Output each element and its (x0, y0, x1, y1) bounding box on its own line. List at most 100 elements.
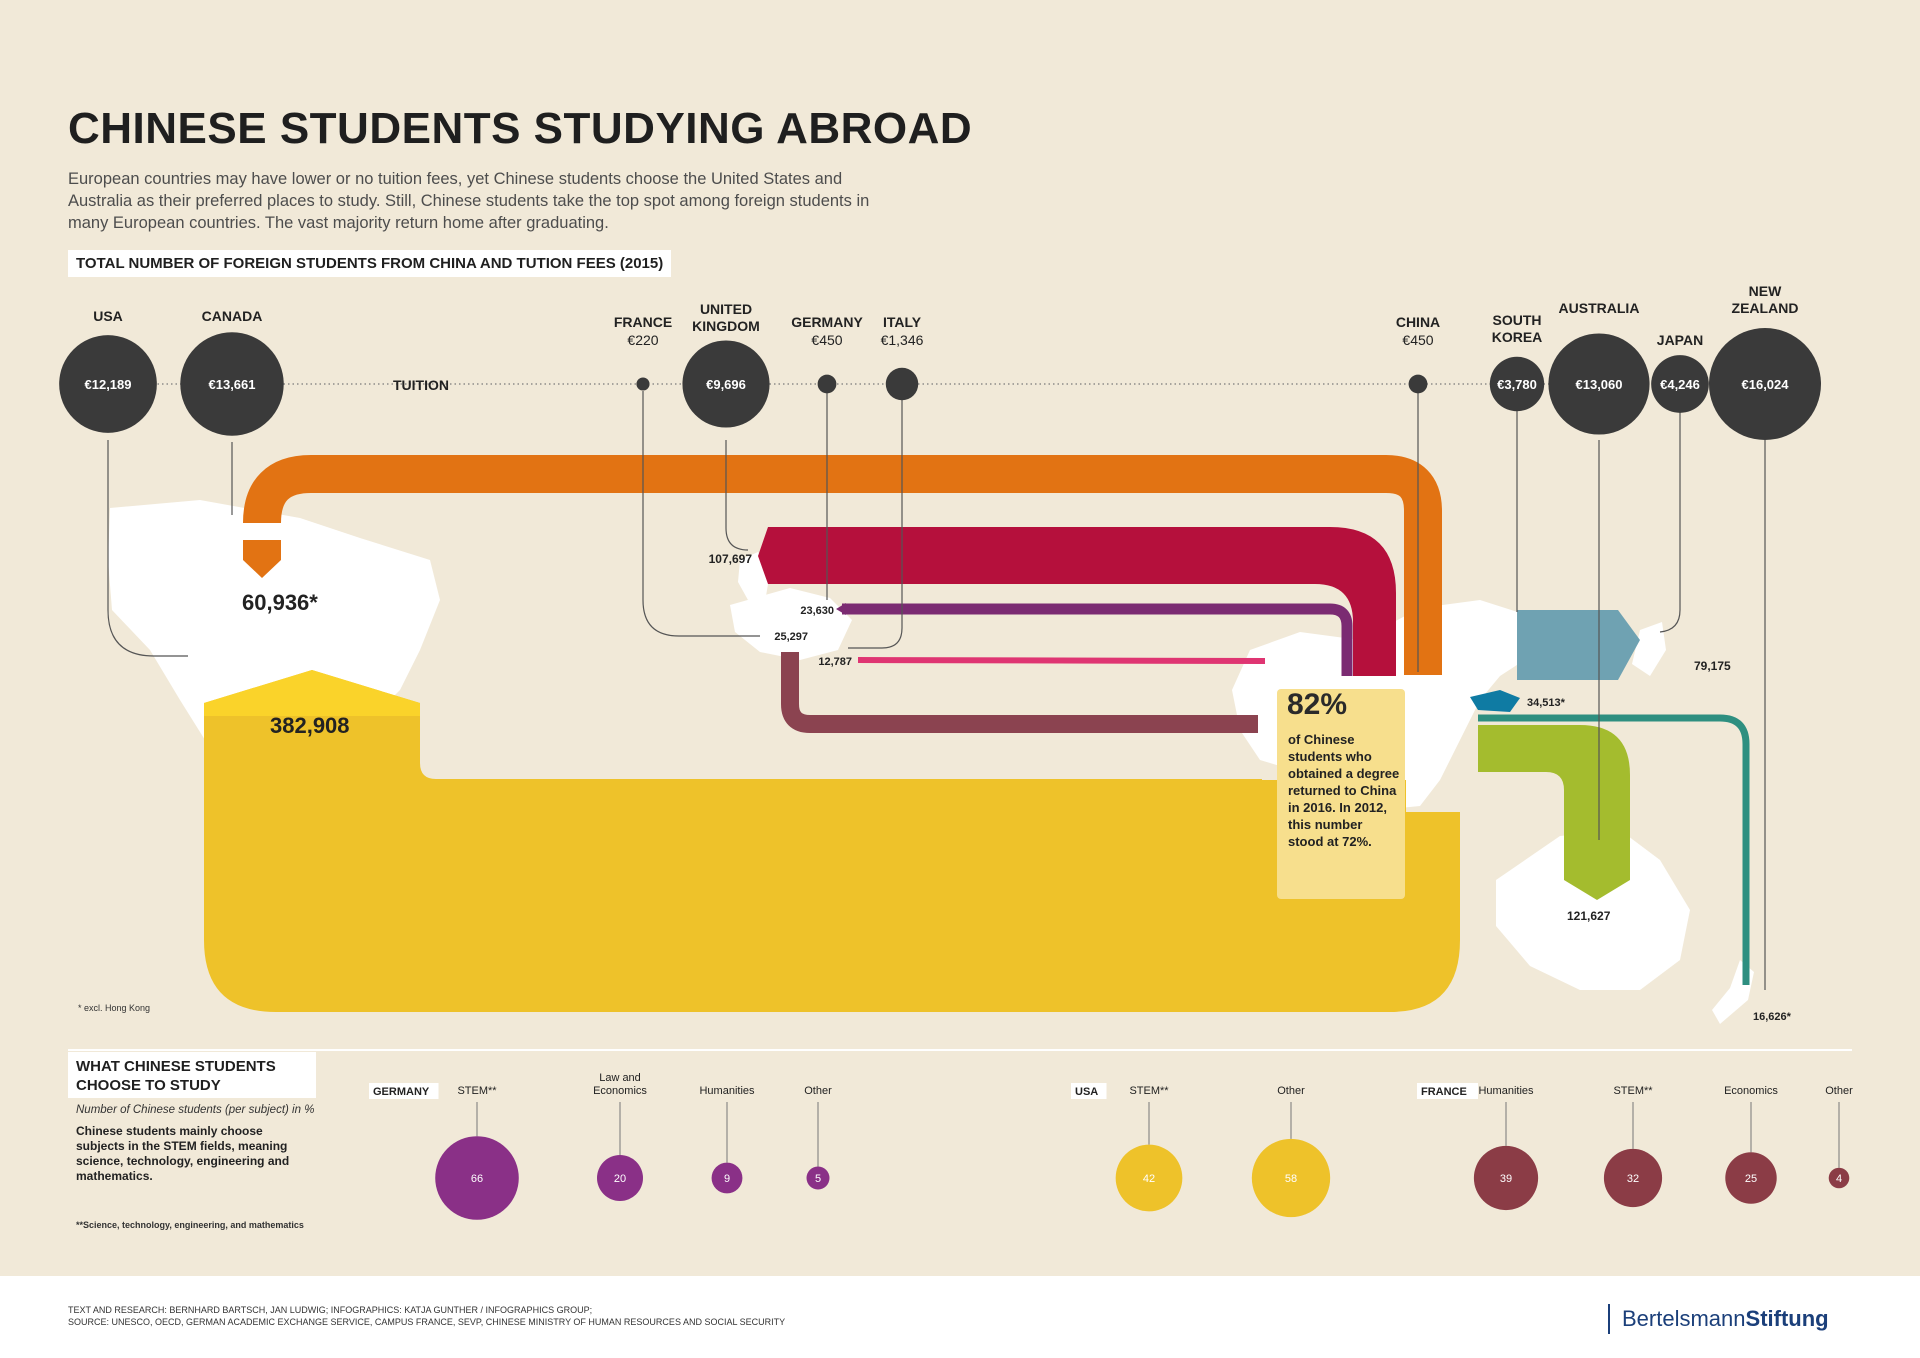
return-rate-percent: 82% (1287, 688, 1348, 721)
flow-japan (1517, 610, 1640, 680)
line-uk (725, 440, 749, 551)
flow-france (781, 652, 1258, 733)
subject-bubble-usa-stem (1115, 1144, 1183, 1212)
tuition-bubble-united-kingdom (682, 340, 770, 428)
subject-value-germany-law-and-economics: 20 (614, 1173, 626, 1185)
credits-line-1: TEXT AND RESEARCH: BERNHARD BARTSCH, JAN… (68, 1305, 593, 1315)
subject-label-usa-stem: STEM** (1129, 1085, 1169, 1097)
subject-bubble-france-stem (1603, 1148, 1663, 1208)
subject-bubble-germany-stem (435, 1136, 519, 1220)
subject-group-title-usa: USA (1075, 1086, 1098, 1098)
logo-part-2: Stiftung (1745, 1306, 1829, 1331)
tuition-value-canada: €13,661 (209, 377, 256, 392)
subject-bubble-germany-other (806, 1166, 830, 1190)
subject-bubble-france-economics (1725, 1152, 1777, 1204)
tuition-country-south-korea: SOUTH (1493, 312, 1542, 328)
australia-shape (1496, 830, 1690, 990)
tuition-country-new-zealand: NEW (1749, 283, 1782, 299)
return-rate-text: of Chinese students who obtained a degre… (1288, 732, 1400, 849)
tuition-bubble-canada (180, 332, 284, 436)
flow-south-korea (1470, 690, 1520, 712)
section-title: TOTAL NUMBER OF FOREIGN STUDENTS FROM CH… (68, 250, 672, 277)
tuition-value-united-kingdom: €9,696 (706, 377, 746, 392)
footer (0, 1276, 1920, 1358)
student-count-labels: 382,908121,627107,69779,17560,936*34,513… (242, 552, 1792, 1023)
tuition-bubble-australia (1548, 333, 1650, 435)
subject-value-usa-stem: 42 (1143, 1173, 1155, 1185)
subject-bubble-germany-law-and-economics (597, 1155, 643, 1201)
count-label-canada: 60,936* (242, 590, 318, 615)
study-description: Chinese students mainly choose subjects … (76, 1124, 290, 1183)
flow-australia (1478, 725, 1630, 855)
tuition-bubble-south-korea (1489, 356, 1545, 412)
subject-label-france-stem: STEM** (1613, 1085, 1653, 1097)
tuition-value-japan: €4,246 (1660, 377, 1700, 392)
subject-label-germany-other: Other (804, 1085, 832, 1097)
tuition-label: TUITION (393, 377, 449, 393)
tuition-country-united-kingdom: UNITED (700, 301, 752, 317)
tuition-value-germany: €450 (811, 332, 842, 348)
subject-bubble-france-other (1828, 1167, 1850, 1189)
tuition-bubble-italy (885, 367, 919, 401)
tuition-bubble-germany (817, 374, 837, 394)
subject-group-tag-france (1417, 1083, 1478, 1099)
stem-footnote: **Science, technology, engineering, and … (76, 1220, 304, 1230)
subject-group-tag-usa (1071, 1083, 1107, 1099)
intro-text: European countries may have lower or no … (68, 170, 870, 232)
study-unit-note: Number of Chinese students (per subject)… (76, 1104, 315, 1116)
flow-italy (857, 657, 1266, 664)
tuition-country-south-korea: KOREA (1492, 329, 1543, 345)
line-italy (848, 398, 903, 649)
tuition-value-china: €450 (1402, 332, 1433, 348)
tuition-country-usa: USA (93, 308, 123, 324)
tuition-value-france: €220 (627, 332, 658, 348)
flow-usa (204, 670, 1460, 1012)
footnote: * excl. Hong Kong (78, 1003, 151, 1013)
tuition-bubble-china (1408, 374, 1428, 394)
subject-value-france-stem: 32 (1627, 1173, 1639, 1185)
tuition-bubble-japan (1651, 355, 1709, 413)
tuition-country-china: CHINA (1396, 314, 1440, 330)
connector-lines (107, 391, 1766, 990)
subject-label-usa-other: Other (1277, 1085, 1305, 1097)
tuition-value-italy: €1,346 (881, 332, 924, 348)
subject-value-germany-stem: 66 (471, 1173, 483, 1185)
subject-group-title-germany: GERMANY (373, 1086, 430, 1098)
tuition-country-germany: GERMANY (791, 314, 863, 330)
student-flows (204, 455, 1750, 1012)
japan-shape (1632, 622, 1666, 676)
subject-label-germany-law-and-economics: Law and (599, 1072, 641, 1084)
bertelsmann-logo: BertelsmannStiftung (1608, 1304, 1829, 1334)
flow-new-zealand (1478, 714, 1750, 985)
subject-value-germany-other: 5 (815, 1173, 821, 1185)
subject-value-france-humanities: 39 (1500, 1173, 1512, 1185)
europe-shape (730, 588, 852, 660)
tuition-value-new-zealand: €16,024 (1742, 377, 1790, 392)
subject-group-tag-germany (369, 1083, 439, 1099)
flow-canada (243, 455, 1442, 675)
tuition-country-new-zealand: ZEALAND (1732, 300, 1799, 316)
tuition-country-canada: CANADA (202, 308, 263, 324)
flow-germany (842, 603, 1353, 676)
credits-line-2: SOURCE: UNESCO, OECD, GERMAN ACADEMIC EX… (68, 1317, 786, 1327)
flow-germany-head (836, 603, 846, 615)
subject-label-france-other: Other (1825, 1085, 1853, 1097)
line-france (642, 391, 760, 637)
subject-group-title-france: FRANCE (1421, 1086, 1467, 1098)
count-label-japan: 79,175 (1694, 659, 1731, 673)
subject-bubble-germany-humanities (711, 1162, 743, 1194)
line-japan (1659, 412, 1681, 633)
return-rate-box (1277, 689, 1405, 899)
subject-label-germany-humanities: Humanities (699, 1085, 755, 1097)
flow-australia-head (1564, 855, 1630, 900)
tuition-value-south-korea: €3,780 (1497, 377, 1537, 392)
tuition-bubble-france (636, 377, 650, 391)
subject-value-germany-humanities: 9 (724, 1173, 730, 1185)
flow-usa-head (204, 670, 420, 716)
subject-bubble-usa-other (1251, 1138, 1331, 1218)
tuition-value-australia: €13,060 (1576, 377, 1623, 392)
count-label-south-korea: 34,513* (1527, 697, 1566, 709)
credits: TEXT AND RESEARCH: BERNHARD BARTSCH, JAN… (68, 1304, 1168, 1328)
